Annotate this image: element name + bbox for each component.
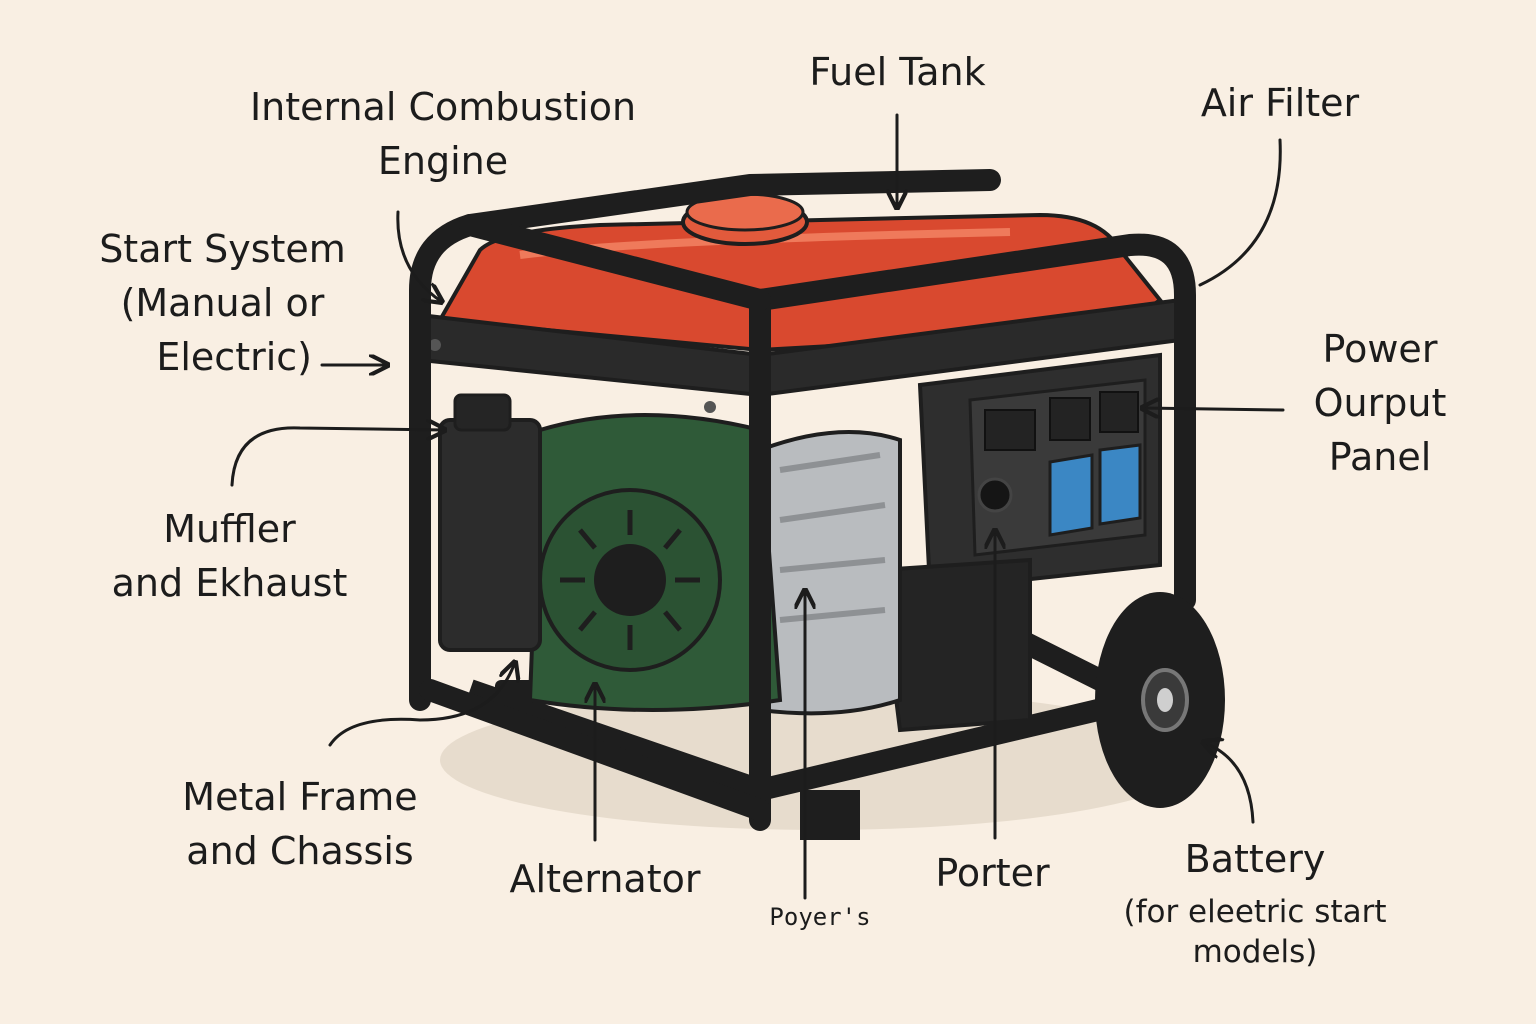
- muffler-cap: [453, 393, 512, 432]
- pointer-power-output: [1142, 408, 1285, 410]
- frame-base: [466, 630, 1151, 801]
- label-battery: Battery: [1184, 837, 1326, 881]
- outlet-socket: [1098, 443, 1142, 526]
- rail-bolt: [429, 339, 441, 351]
- outlet-socket: [1048, 453, 1094, 537]
- muffler: [438, 418, 542, 652]
- label-start-system: Start System (Manual or Electric): [99, 227, 346, 379]
- pointer-muffler: [230, 428, 445, 487]
- switch: [984, 409, 1036, 451]
- pointer-engine: [396, 210, 442, 302]
- frame-feet: [800, 790, 860, 840]
- label-fuel-tank: Fuel Tank: [809, 50, 986, 94]
- label-internal-combustion-engine: Internal Combustion Engine: [249, 85, 637, 183]
- pointer-air-filter: [1198, 138, 1282, 287]
- label-metal-frame: Metal Frame and Chassis: [182, 775, 418, 873]
- switch: [1099, 391, 1139, 433]
- pointer-battery: [1203, 742, 1255, 824]
- alternator-shading: [779, 452, 886, 623]
- label-power-output-panel: Power Ourput Panel: [1313, 327, 1447, 479]
- label-battery-note: (for eleetric start models): [1123, 894, 1387, 970]
- label-air-filter: Air Filter: [1200, 81, 1360, 125]
- alternator-housing: [758, 430, 902, 716]
- fan-vents: [560, 510, 700, 650]
- label-muffler-exhaust: Muffler and Ekhaust: [111, 507, 348, 605]
- wheel-hub: [1157, 688, 1173, 712]
- engine-block: [877, 557, 1032, 733]
- recoil-hub: [594, 544, 666, 616]
- rail-bolt: [704, 401, 716, 413]
- pointer-frame: [328, 662, 515, 747]
- switch: [1049, 397, 1091, 441]
- label-porter: Porter: [935, 851, 1050, 895]
- control-knob: [977, 477, 1013, 513]
- label-poyers: Poyer's: [769, 903, 871, 931]
- label-alternator: Alternator: [509, 857, 701, 901]
- roll-cage: [409, 169, 1196, 831]
